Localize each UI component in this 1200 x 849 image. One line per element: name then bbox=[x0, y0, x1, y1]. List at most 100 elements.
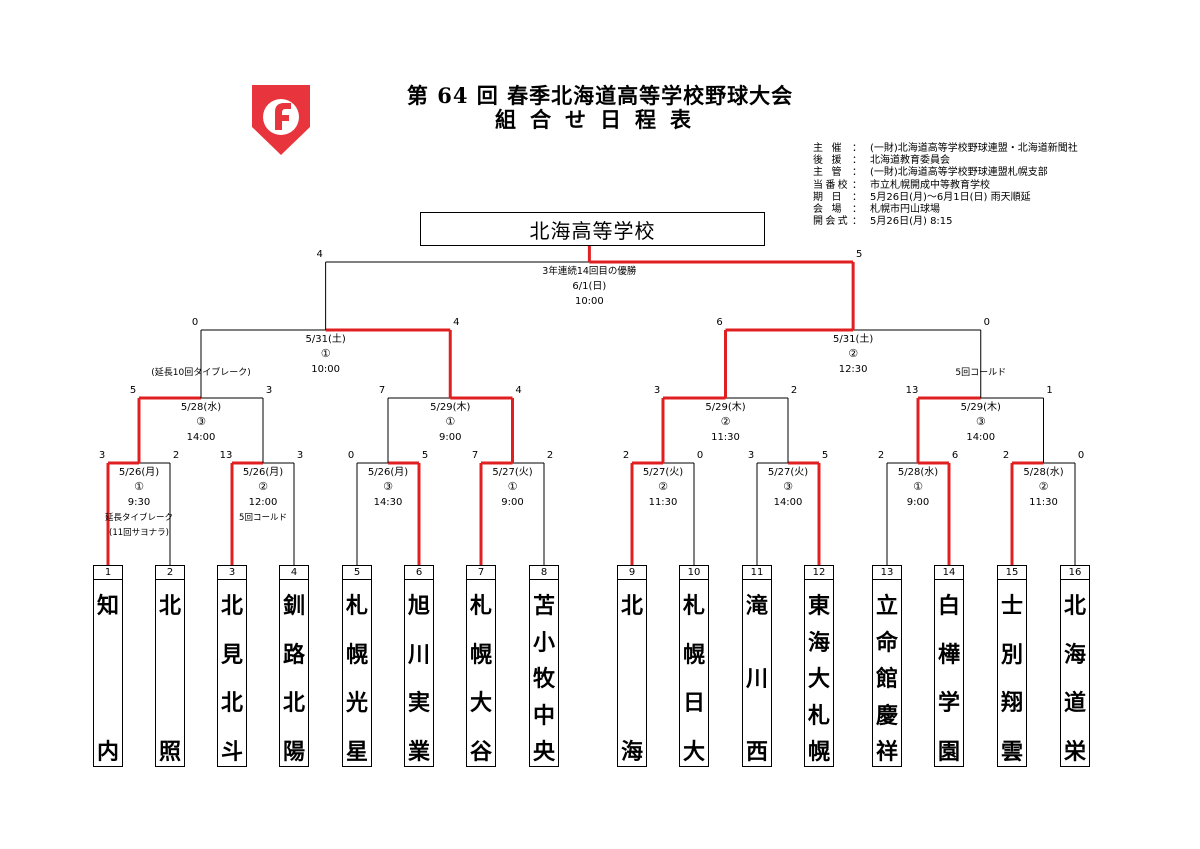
score-right: 5 bbox=[822, 450, 828, 461]
team-name: 旭川実業 bbox=[407, 593, 430, 765]
team-name: 知内 bbox=[96, 593, 119, 765]
info-row: 当番校： 市立札幌開成中等教育学校 bbox=[813, 180, 1078, 192]
game-number: ① bbox=[913, 480, 923, 493]
game-time: 9:00 bbox=[439, 432, 461, 443]
info-value: 市立札幌開成中等教育学校 bbox=[870, 179, 990, 191]
game-date: 5/31(土) bbox=[305, 332, 345, 345]
team-number: 8 bbox=[529, 565, 559, 580]
team-name: 白樺学園 bbox=[937, 593, 960, 765]
score-left: 13 bbox=[906, 385, 919, 396]
score-left: 5 bbox=[130, 385, 136, 396]
team-name-box: 知内 bbox=[93, 579, 123, 767]
score-left: 2 bbox=[878, 450, 884, 461]
info-value: (一財)北海道高等学校野球連盟・北海道新聞社 bbox=[870, 143, 1078, 154]
team-name-box: 滝川西 bbox=[742, 579, 772, 767]
game-time: 10:00 bbox=[311, 364, 340, 375]
score-left: 4 bbox=[316, 249, 322, 260]
team-number: 16 bbox=[1060, 565, 1090, 580]
team-name-box: 札幌光星 bbox=[342, 579, 372, 767]
game-date: 5/28(水) bbox=[898, 466, 938, 478]
page-subtitle: 組合せ日程表 bbox=[495, 107, 705, 132]
info-value: 北海道教育委員会 bbox=[870, 155, 950, 167]
game-time: 12:30 bbox=[839, 364, 868, 375]
team-name-box: 北海道栄 bbox=[1060, 579, 1090, 767]
team-name-box: 苫小牧中央 bbox=[529, 579, 559, 767]
team-number: 3 bbox=[217, 565, 247, 580]
info-label: 主催： bbox=[813, 143, 862, 154]
team-name: 札幌光星 bbox=[345, 593, 368, 765]
score-right: 4 bbox=[453, 317, 459, 328]
game-date: 5/26(月) bbox=[368, 466, 408, 478]
team-name-box: 札幌日大 bbox=[679, 579, 709, 767]
score-left: 7 bbox=[472, 450, 478, 461]
score-right: 0 bbox=[697, 450, 703, 461]
info-label: 開会式： bbox=[813, 216, 862, 228]
game-time: 14:00 bbox=[774, 497, 803, 508]
score-left: 3 bbox=[99, 450, 105, 461]
info-row: 会場：札幌市円山球場 bbox=[813, 204, 1078, 216]
champion-box: 北海高等学校 bbox=[420, 212, 765, 246]
info-value: 札幌市円山球場 bbox=[870, 204, 940, 216]
game-number: ③ bbox=[383, 480, 393, 493]
team-name: 北見北斗 bbox=[220, 593, 243, 765]
game-date: 5/26(月) bbox=[243, 466, 283, 478]
team-name-box: 白樺学園 bbox=[934, 579, 964, 767]
page-title: 第 64 回 春季北海道高等学校野球大会 bbox=[406, 83, 794, 108]
team-name: 滝川西 bbox=[745, 593, 768, 765]
score-right: 0 bbox=[1078, 450, 1084, 461]
score-right: 4 bbox=[515, 385, 521, 396]
team-number: 7 bbox=[466, 565, 496, 580]
score-right: 3 bbox=[297, 450, 303, 461]
game-number: ① bbox=[134, 480, 144, 493]
team-name-box: 釧路北陽 bbox=[279, 579, 309, 767]
game-time: 14:00 bbox=[966, 432, 995, 443]
game-time: 12:00 bbox=[249, 497, 278, 508]
game-time: 9:30 bbox=[128, 497, 150, 508]
score-right: 5 bbox=[856, 249, 862, 260]
team-name: 北照 bbox=[158, 593, 181, 765]
game-date: 5/29(木) bbox=[961, 401, 1001, 413]
team-number: 14 bbox=[934, 565, 964, 580]
game-date: 5/28(水) bbox=[1023, 466, 1063, 478]
game-note: (11回サヨナラ) bbox=[109, 528, 169, 538]
team-number: 10 bbox=[679, 565, 709, 580]
team-number: 11 bbox=[742, 565, 772, 580]
game-number: ② bbox=[721, 415, 731, 428]
game-time: 11:30 bbox=[711, 432, 740, 443]
score-left: 0 bbox=[348, 450, 354, 461]
game-time: 10:00 bbox=[575, 296, 604, 307]
game-date: 5/27(火) bbox=[492, 466, 532, 478]
info-row: 期日：5月26日(月)～6月1日(日) 雨天順延 bbox=[813, 192, 1078, 204]
tournament-info: 主催：(一財)北海道高等学校野球連盟・北海道新聞社後援：北海道教育委員会主管：(… bbox=[813, 143, 1078, 228]
score-right: 3 bbox=[266, 385, 272, 396]
game-date: 5/27(火) bbox=[643, 466, 683, 478]
info-label: 主管： bbox=[813, 167, 862, 179]
score-left: 3 bbox=[748, 450, 754, 461]
game-date: 5/26(月) bbox=[119, 466, 159, 478]
game-number: ③ bbox=[196, 415, 206, 428]
score-right: 5 bbox=[422, 450, 428, 461]
info-value: 5月26日(月)～6月1日(日) 雨天順延 bbox=[870, 191, 1031, 203]
score-left: 3 bbox=[654, 385, 660, 396]
team-number: 5 bbox=[342, 565, 372, 580]
score-left: 7 bbox=[379, 385, 385, 396]
score-right: 1 bbox=[1046, 385, 1052, 396]
game-time: 9:00 bbox=[501, 497, 523, 508]
federation-logo bbox=[252, 85, 310, 155]
info-label: 当番校： bbox=[813, 179, 862, 191]
team-number: 2 bbox=[155, 565, 185, 580]
team-number: 9 bbox=[617, 565, 647, 580]
game-date: 5/27(火) bbox=[768, 466, 808, 478]
info-value: 5月26日(月) 8:15 bbox=[870, 216, 953, 228]
team-number: 15 bbox=[997, 565, 1027, 580]
score-left: 2 bbox=[623, 450, 629, 461]
game-note: 5回コールド bbox=[955, 367, 1006, 378]
game-number: ② bbox=[848, 347, 858, 360]
team-name-box: 立命館慶祥 bbox=[872, 579, 902, 767]
game-number: ② bbox=[658, 480, 668, 493]
score-left: 2 bbox=[1003, 450, 1009, 461]
game-note: 5回コールド bbox=[239, 513, 287, 523]
team-name-box: 東海大札幌 bbox=[804, 579, 834, 767]
info-row: 主管：(一財)北海道高等学校野球連盟札幌支部 bbox=[813, 167, 1078, 179]
